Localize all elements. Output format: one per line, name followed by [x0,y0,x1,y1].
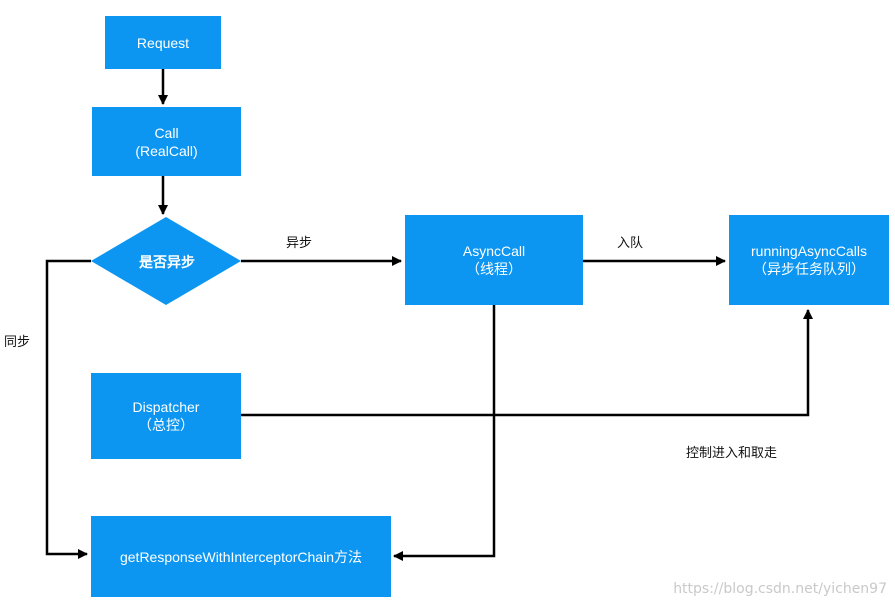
asynccall-node: AsyncCall （线程） [405,215,583,305]
request-node: Request [105,16,221,69]
edge-label-control: 控制进入和取走 [686,446,778,461]
call-label: Call [154,124,179,141]
asynccall-label: AsyncCall [462,243,526,259]
get-response-node: getResponseWithInterceptorChain方法 [91,516,391,597]
get-response-label: getResponseWithInterceptorChain方法 [119,548,362,565]
edge-dispatcher-to-queue [241,309,813,417]
decision-label: 是否异步 [139,255,195,271]
edge-label-async: 异步 [286,236,313,251]
request-label: Request [136,34,190,51]
dispatcher-sublabel: （总控） [138,417,194,433]
watermark: https://blog.csdn.net/yichen97 [673,581,887,597]
call-sublabel: (RealCall) [135,142,198,159]
edge-label-enqueue: 入队 [617,236,644,251]
asynccall-sublabel: （线程） [466,261,522,277]
decision-diamond [91,217,241,305]
edge-decision-to-getresponse [45,259,91,559]
dispatcher-node: Dispatcher （总控） [91,373,241,459]
running-async-calls-sublabel: （异步任务队列） [753,261,865,277]
edge-label-sync: 同步 [4,335,31,350]
running-async-calls-node: runningAsyncCalls （异步任务队列） [729,215,889,305]
running-async-calls-label: runningAsyncCalls [751,243,867,259]
call-node: Call (RealCall) [92,107,241,176]
dispatcher-label: Dispatcher [132,399,200,415]
edge-asynccall-to-getresponse [393,305,496,561]
